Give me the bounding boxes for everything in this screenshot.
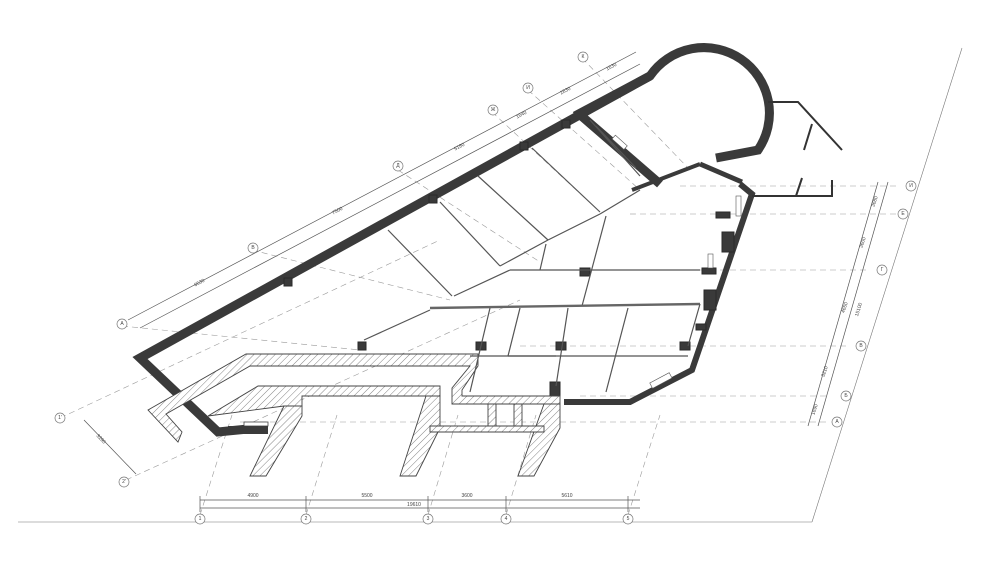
top-dim-1: 6630 — [193, 278, 206, 289]
bottom-axis-5: 5 — [627, 516, 630, 522]
bottom-axis-2: 2 — [305, 516, 308, 522]
perspective-frame — [18, 47, 963, 523]
right-dimension-chain: 3680 3600 4650 3210 1890 15100 И Е Г В Б… — [807, 180, 917, 428]
left-dim: 3290 — [95, 433, 107, 445]
right-dim-3: 4650 — [840, 301, 849, 314]
window-openings — [611, 134, 742, 389]
interior-partitions — [363, 119, 701, 393]
right-dim-4: 3210 — [820, 365, 829, 378]
right-dim-5: 1890 — [810, 403, 819, 416]
right-axis-I: И — [909, 183, 913, 189]
hatched-walls — [147, 353, 561, 477]
bottom-dim-2: 5500 — [361, 493, 372, 499]
left-axis-2prime: 2' — [122, 479, 126, 485]
bottom-dim-4: 5610 — [561, 493, 572, 499]
porch — [752, 101, 843, 197]
bottom-dim-1: 4900 — [247, 493, 258, 499]
top-axis-A: А — [120, 321, 124, 327]
right-axis-G: Г — [881, 267, 884, 273]
axis-grid — [59, 57, 900, 516]
right-dim-2: 3600 — [858, 236, 867, 249]
top-axis-Zh: Ж — [491, 107, 496, 113]
top-axis-D: Д — [396, 163, 400, 169]
bottom-axis-1: 1 — [199, 516, 202, 522]
top-dimension-chain: 6630 7500 5180 1640 2830 1630 А В Д Ж И … — [116, 51, 641, 330]
top-dim-6: 1630 — [605, 62, 618, 73]
left-dimension: 3290 1' 2' — [54, 412, 137, 488]
top-dim-4: 1640 — [515, 110, 528, 121]
right-axis-B: Б — [844, 393, 848, 399]
right-axis-E: Е — [901, 211, 905, 217]
bottom-axis-4: 4 — [505, 516, 508, 522]
top-dim-3: 5180 — [453, 142, 466, 153]
exterior-walls — [132, 43, 774, 437]
bottom-dim-3: 3600 — [461, 493, 472, 499]
top-dim-2: 7500 — [331, 206, 344, 217]
right-dim-total: 15100 — [854, 302, 864, 317]
bottom-axis-3: 3 — [427, 516, 430, 522]
left-axis-1prime: 1' — [58, 415, 62, 421]
entry-detail — [228, 421, 269, 434]
top-axis-V: В — [251, 245, 255, 251]
top-dim-5: 2830 — [559, 86, 572, 97]
right-dim-1: 3680 — [870, 195, 879, 208]
top-axis-I: И — [526, 85, 530, 91]
bottom-dim-total: 19610 — [407, 502, 421, 508]
top-axis-K: К — [582, 54, 585, 60]
right-axis-V: В — [859, 343, 863, 349]
right-axis-A: А — [835, 419, 839, 425]
bottom-dimension-chain: 4900 5500 3600 5610 19610 1 2 3 4 5 — [194, 493, 640, 525]
